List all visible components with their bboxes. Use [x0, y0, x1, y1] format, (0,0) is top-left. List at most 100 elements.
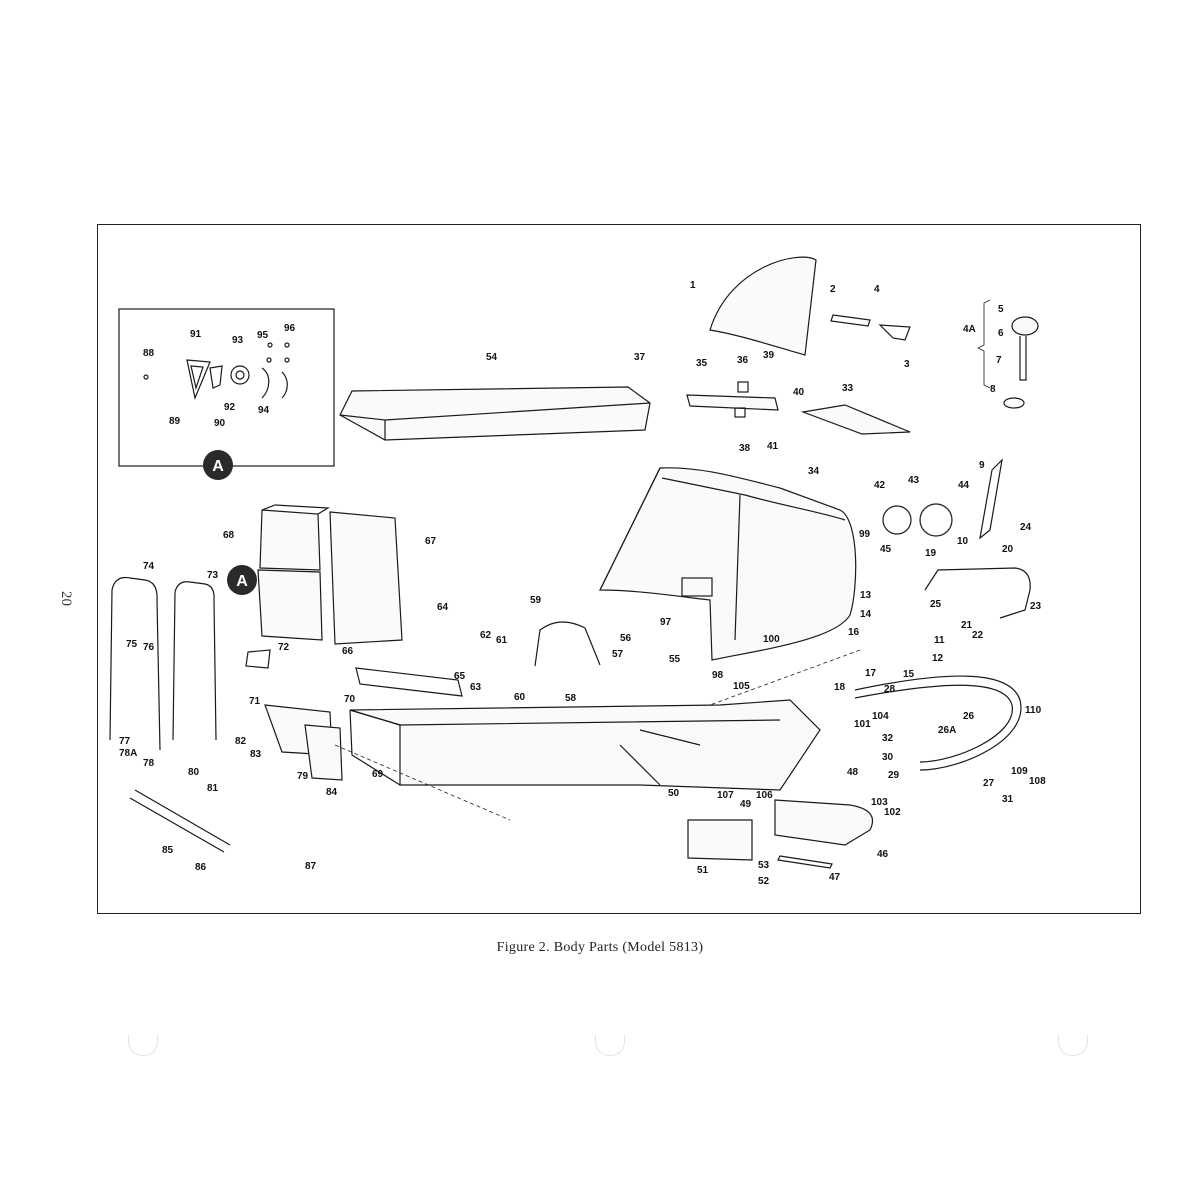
part-label-100: 100 [763, 634, 780, 645]
part-label-47: 47 [829, 872, 841, 883]
grab-handle-left [109, 576, 161, 751]
part-label-98: 98 [712, 670, 724, 681]
part-label-16: 16 [848, 627, 860, 638]
part-label-31: 31 [1002, 794, 1014, 805]
part-label-38: 38 [739, 443, 751, 454]
part-label-62: 62 [480, 630, 492, 641]
fender-strap [534, 621, 601, 667]
part-label-104: 104 [872, 711, 889, 722]
part-label-87: 87 [305, 861, 317, 872]
trim-panel [800, 404, 911, 435]
part-label-32: 32 [882, 733, 894, 744]
figure-frame [97, 224, 1141, 914]
part-label-68: 68 [223, 530, 235, 541]
part-label-7: 7 [996, 355, 1002, 366]
gas-cap [1011, 316, 1039, 336]
part-label-96: 96 [284, 323, 296, 334]
part-label-8: 8 [990, 384, 996, 395]
part-label-13: 13 [860, 590, 872, 601]
tool-box [259, 509, 321, 571]
part-label-36: 36 [737, 355, 749, 366]
part-label-33: 33 [842, 383, 854, 394]
part-label-41: 41 [767, 441, 779, 452]
console-callout-badge [227, 565, 257, 595]
part-label-71: 71 [249, 696, 261, 707]
part-label-99: 99 [859, 529, 871, 540]
part-label-94: 94 [258, 405, 270, 416]
detail-callout-text: A [212, 458, 224, 475]
grab-handle-right [172, 581, 217, 741]
part-label-27: 27 [983, 778, 995, 789]
part-label-72: 72 [278, 642, 290, 653]
part-label-81: 81 [207, 783, 219, 794]
part-label-63: 63 [470, 682, 482, 693]
part-label-14: 14 [860, 609, 872, 620]
part-label-86: 86 [195, 862, 207, 873]
part-label-48: 48 [847, 767, 859, 778]
console-housing [257, 569, 323, 641]
part-label-50: 50 [668, 788, 680, 799]
part-label-92: 92 [224, 402, 236, 413]
part-label-110: 110 [1025, 705, 1042, 716]
part-label-26: 26 [963, 711, 975, 722]
part-label-107: 107 [717, 790, 734, 801]
part-label-52: 52 [758, 876, 770, 887]
part-label-106: 106 [756, 790, 773, 801]
figure-caption: Figure 2. Body Parts (Model 5813) [496, 940, 704, 955]
part-label-57: 57 [612, 649, 624, 660]
part-label-30: 30 [882, 752, 894, 763]
part-label-75: 75 [126, 639, 138, 650]
part-label-103: 103 [871, 797, 888, 808]
backrest [329, 511, 403, 645]
part-label-5: 5 [998, 304, 1004, 315]
part-label-79: 79 [297, 771, 309, 782]
part-label-78a: 78A [119, 748, 137, 759]
part-label-10: 10 [957, 536, 969, 547]
part-label-11: 11 [934, 635, 945, 646]
detail-callout-badge [203, 450, 233, 480]
part-label-4: 4 [874, 284, 880, 295]
part-label-25: 25 [930, 599, 942, 610]
part-label-101: 101 [854, 719, 871, 730]
part-label-21: 21 [961, 620, 973, 631]
part-label-88: 88 [143, 348, 155, 359]
part-label-59: 59 [530, 595, 542, 606]
part-label-15: 15 [903, 669, 915, 680]
part-label-51: 51 [697, 865, 709, 876]
part-label-60: 60 [514, 692, 526, 703]
dash-panel [686, 394, 779, 411]
part-label-53: 53 [758, 860, 770, 871]
part-label-28: 28 [884, 684, 896, 695]
part-label-76: 76 [143, 642, 155, 653]
part-label-56: 56 [620, 633, 632, 644]
inset-parts [143, 342, 290, 401]
part-label-61: 61 [496, 635, 508, 646]
part-label-44: 44 [958, 480, 970, 491]
mount-plate [687, 819, 753, 861]
part-label-64: 64 [437, 602, 449, 613]
part-label-105: 105 [733, 681, 750, 692]
part-label-91: 91 [190, 329, 202, 340]
part-label-43: 43 [908, 475, 920, 486]
part-label-82: 82 [235, 736, 247, 747]
part-label-109: 109 [1011, 766, 1028, 777]
windshield [709, 256, 817, 356]
part-label-108: 108 [1029, 776, 1046, 787]
part-label-89: 89 [169, 416, 181, 427]
console-callout-text: A [236, 573, 248, 590]
punch-hole [595, 1035, 625, 1056]
part-label-73: 73 [207, 570, 219, 581]
part-label-9: 9 [979, 460, 985, 471]
part-label-97: 97 [660, 617, 672, 628]
part-label-37: 37 [634, 352, 646, 363]
part-label-2: 2 [830, 284, 836, 295]
part-label-23: 23 [1030, 601, 1042, 612]
part-label-95: 95 [257, 330, 269, 341]
part-label-34: 34 [808, 466, 820, 477]
part-label-39: 39 [763, 350, 775, 361]
part-label-78: 78 [143, 758, 155, 769]
part-label-20: 20 [1002, 544, 1014, 555]
part-label-3: 3 [904, 359, 910, 370]
